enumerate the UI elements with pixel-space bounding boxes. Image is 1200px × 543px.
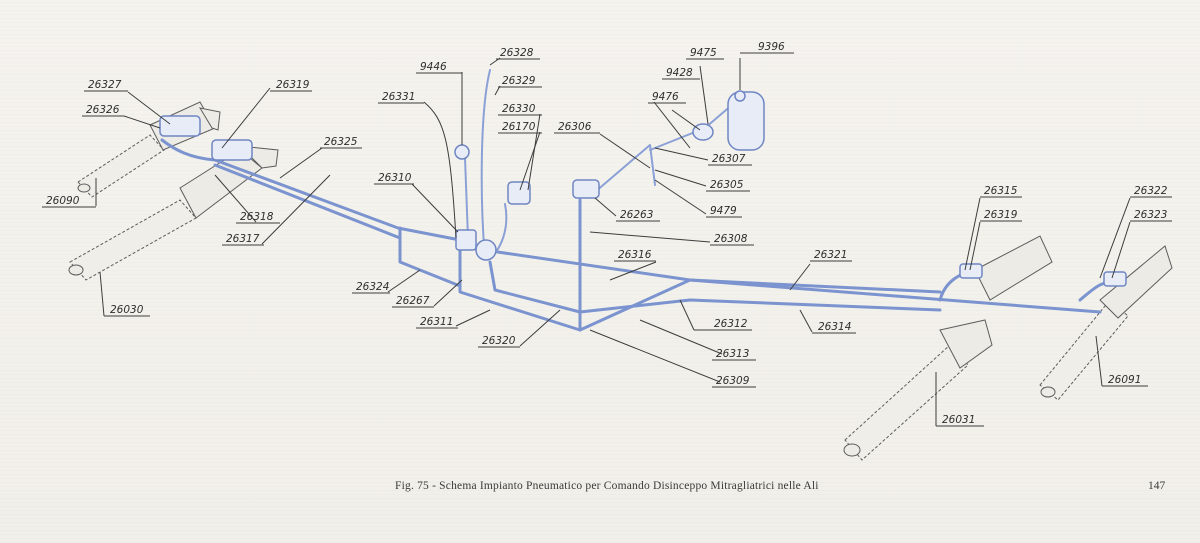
right-gun-outer-26091 (1039, 245, 1173, 401)
label-26310: 26310 (378, 172, 412, 184)
label-26030: 26030 (110, 304, 144, 316)
page-number: 147 (1148, 480, 1166, 492)
label-26090: 26090 (46, 195, 80, 207)
figure-caption: Fig. 75 - Schema Impianto Pneumatico per… (395, 480, 819, 492)
label-26327: 26327 (88, 79, 122, 91)
manifold-26310 (455, 229, 497, 261)
label-26319-right: 26319 (984, 209, 1018, 221)
label-9476: 9476 (652, 91, 679, 103)
label-26313: 26313 (716, 348, 749, 360)
label-26312: 26312 (714, 318, 748, 330)
pipe-network (160, 69, 1114, 332)
distributor-26263 (572, 179, 600, 199)
label-26306: 26306 (558, 121, 592, 133)
label-26314: 26314 (818, 321, 851, 333)
label-26328: 26328 (500, 47, 534, 59)
valve-9446 (454, 144, 470, 160)
label-26309: 26309 (716, 375, 750, 387)
label-26324: 26324 (356, 281, 389, 293)
right-gun-inner-26031 (843, 235, 1053, 461)
label-26321: 26321 (814, 249, 847, 261)
label-26319-left: 26319 (276, 79, 310, 91)
cylinder-right-26322 (1103, 271, 1127, 287)
label-26316: 26316 (618, 249, 652, 261)
cylinder-left-26327 (159, 115, 201, 137)
label-26308: 26308 (714, 233, 748, 245)
label-26263: 26263 (620, 209, 653, 221)
label-26331: 26331 (382, 91, 415, 103)
label-26305: 26305 (710, 179, 744, 191)
gauge-9428 (692, 123, 714, 141)
label-9428: 9428 (666, 67, 693, 79)
label-26031: 26031 (942, 414, 975, 426)
label-26311: 26311 (420, 316, 453, 328)
part-labels: 26327 26326 26319 26090 26318 26317 2632… (42, 41, 1172, 427)
label-26318: 26318 (240, 211, 274, 223)
leader-lines (95, 57, 1131, 426)
label-26267: 26267 (396, 295, 430, 307)
label-26320: 26320 (482, 335, 516, 347)
label-26326: 26326 (86, 104, 120, 116)
label-9396: 9396 (758, 41, 785, 53)
reservoir-9396 (727, 90, 765, 151)
label-26330: 26330 (502, 103, 536, 115)
label-26323: 26323 (1134, 209, 1167, 221)
label-9479: 9479 (710, 205, 737, 217)
label-26315: 26315 (984, 185, 1018, 197)
label-9446: 9446 (420, 61, 447, 73)
label-26170: 26170 (502, 121, 536, 133)
label-26317: 26317 (226, 233, 260, 245)
cylinder-left-26319 (211, 139, 253, 161)
label-26322: 26322 (1134, 185, 1168, 197)
label-26329: 26329 (502, 75, 536, 87)
valve-26170 (507, 181, 531, 205)
label-9475: 9475 (690, 47, 717, 59)
label-26091: 26091 (1108, 374, 1141, 386)
label-26325: 26325 (324, 136, 358, 148)
label-26307: 26307 (712, 153, 746, 165)
